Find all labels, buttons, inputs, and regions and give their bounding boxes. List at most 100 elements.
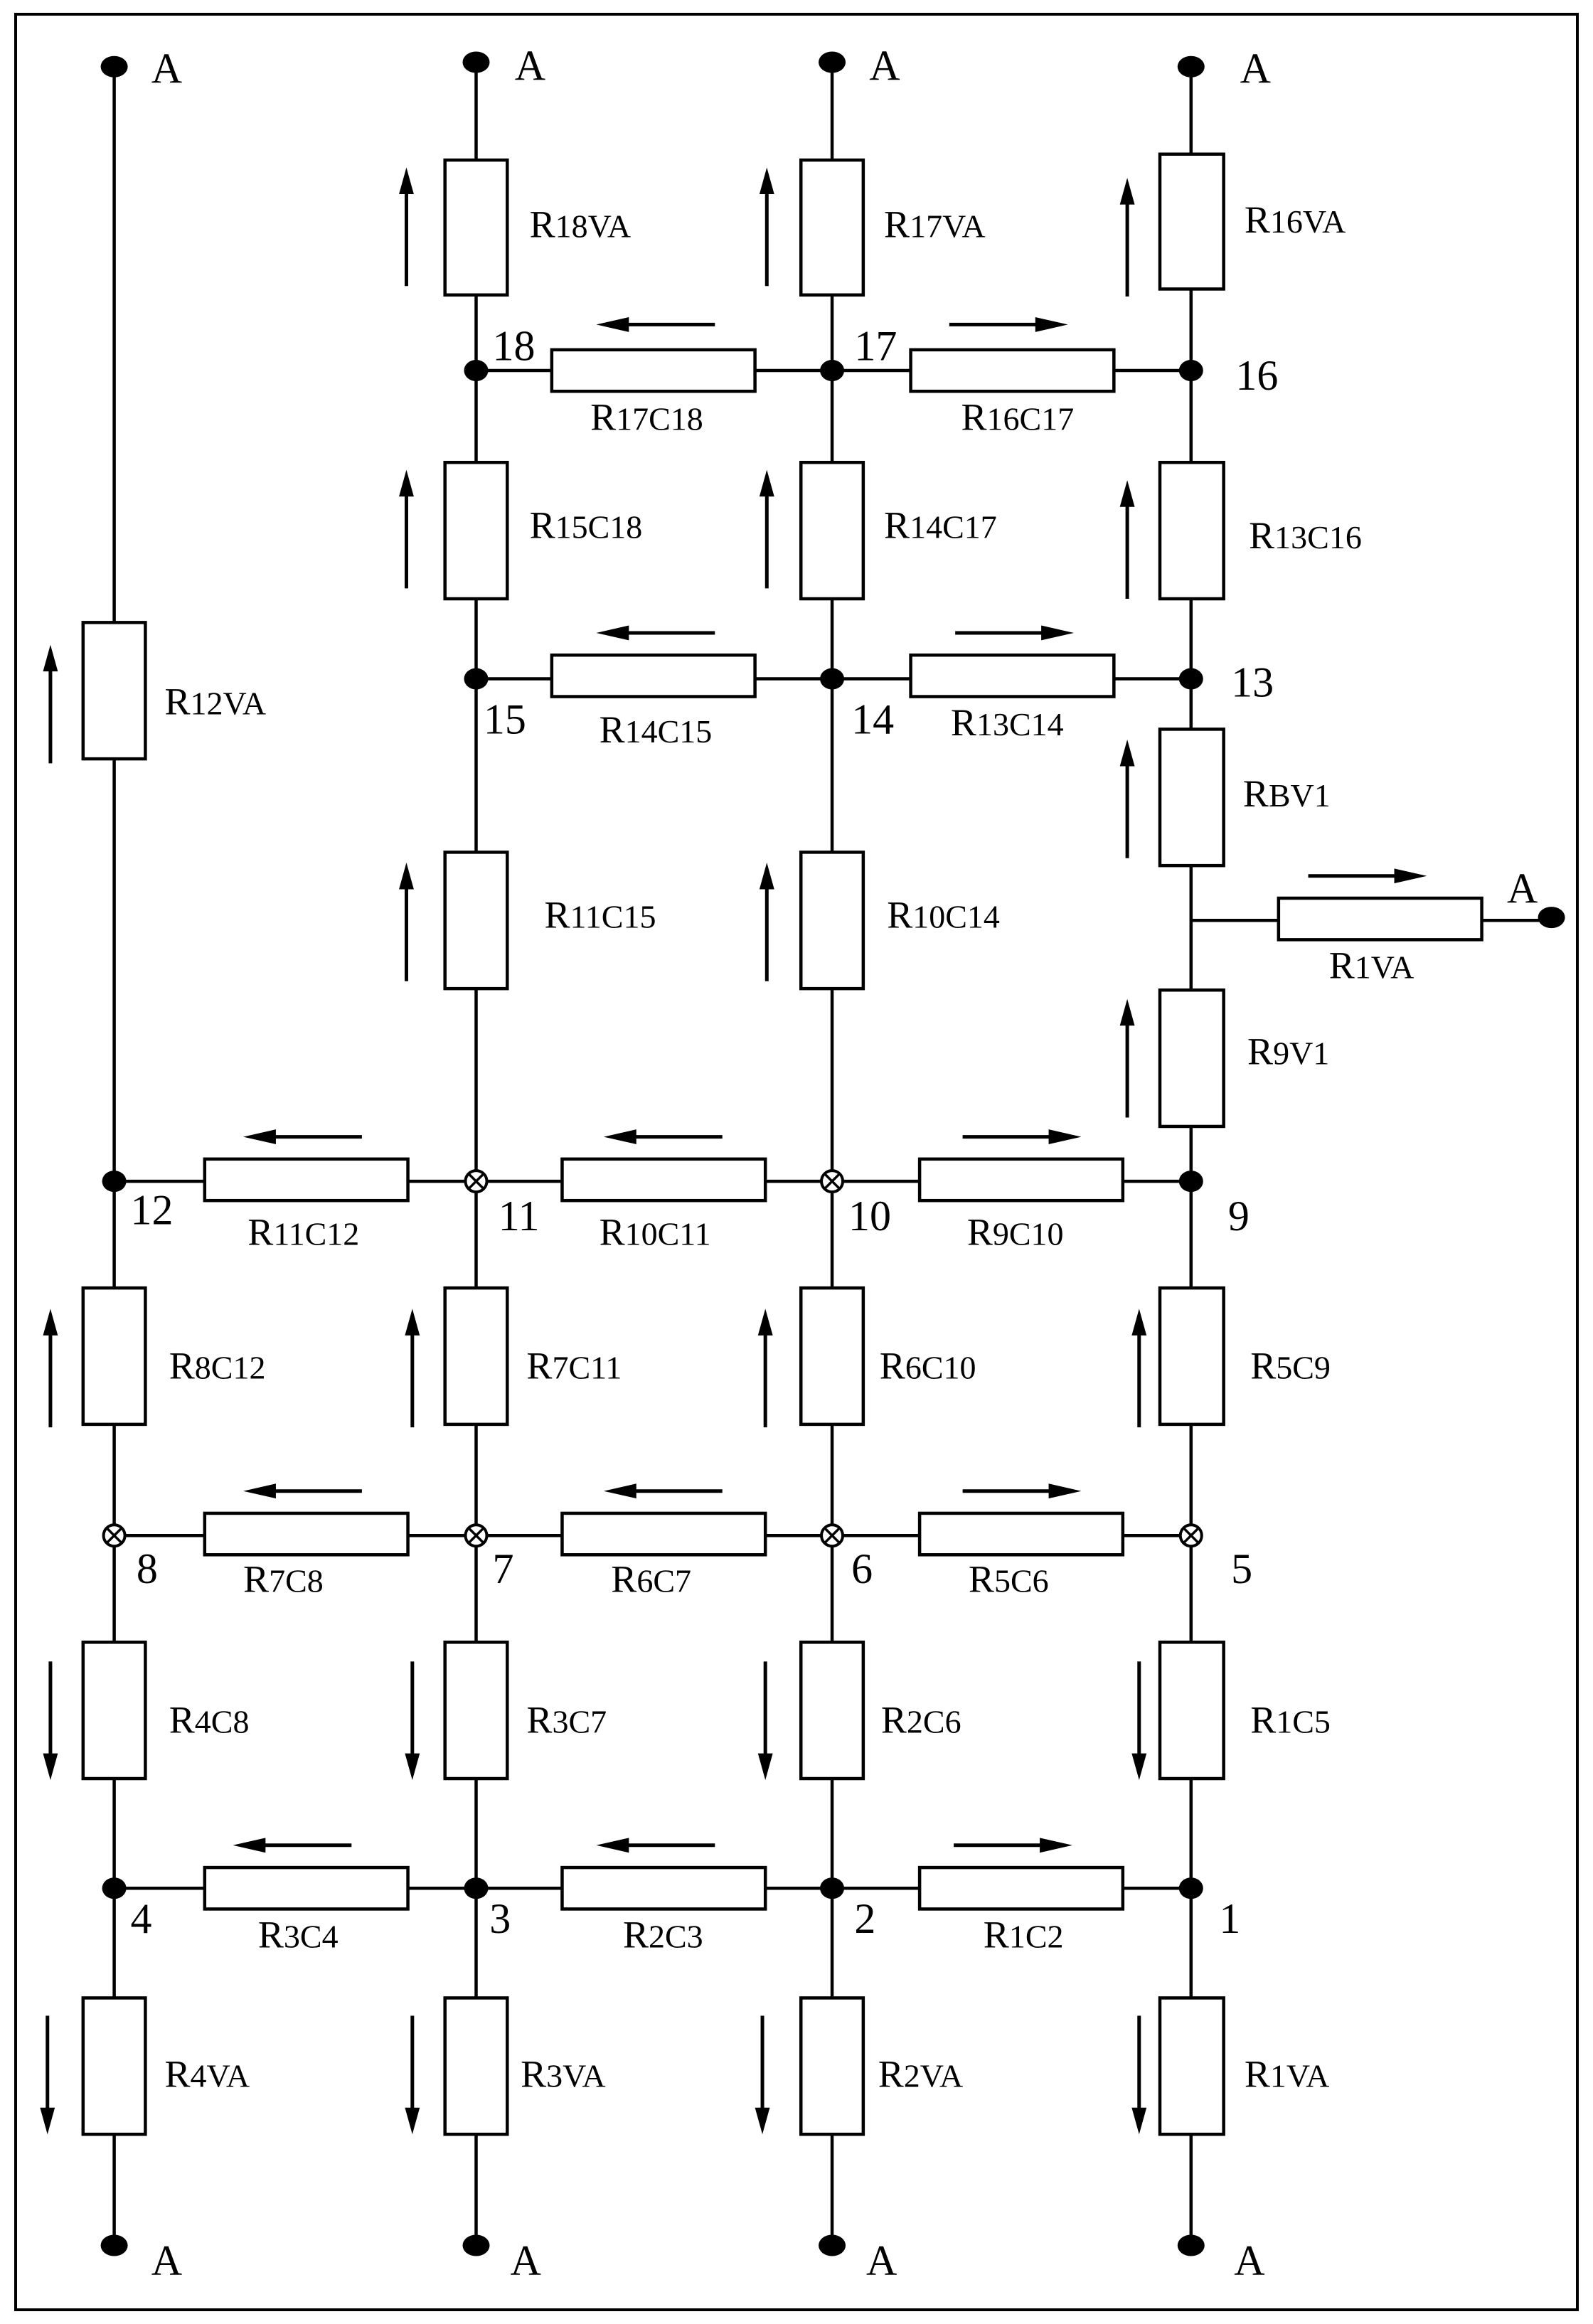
resistor-label-r17va: R17VA xyxy=(884,203,986,245)
node-junction-dot xyxy=(1178,360,1203,382)
resistor-label-prefix: R xyxy=(969,1557,994,1600)
terminal-a-label: A xyxy=(866,2237,897,2284)
resistor-label-prefix: R xyxy=(1247,1030,1273,1072)
node-cross-line xyxy=(467,1173,485,1190)
resistor-label-prefix: R xyxy=(169,1698,195,1741)
node-junction-dot xyxy=(820,1877,845,1899)
terminal-a-label: A xyxy=(1234,2237,1264,2284)
node-junction-dot xyxy=(820,360,845,382)
resistor-label-subscript: 2VA xyxy=(904,2058,964,2094)
resistor-label-subscript: 9C10 xyxy=(993,1216,1064,1252)
terminal-a-label: A xyxy=(510,2237,540,2284)
resistor-label-subscript: 2C3 xyxy=(649,1919,703,1955)
resistor-r13c16 xyxy=(1158,461,1225,601)
resistor-label-r14c15: R14C15 xyxy=(600,708,713,751)
arrow-up-r7c11-head xyxy=(405,1308,420,1336)
arrow-up-r15c18 xyxy=(399,469,414,589)
resistor-r1va-v xyxy=(1158,1996,1225,2136)
resistor-label-r3c7: R3C7 xyxy=(526,1698,607,1741)
resistor-label-r10c14: R10C14 xyxy=(887,894,1000,937)
resistor-label-r12va: R12VA xyxy=(165,681,267,723)
resistor-label-subscript: BV1 xyxy=(1269,777,1331,814)
arrow-right-r9c10 xyxy=(962,1129,1082,1144)
arrow-right-r16c17 xyxy=(949,317,1068,332)
node-number: 16 xyxy=(1235,352,1278,399)
resistor-label-subscript: 14C15 xyxy=(625,713,713,750)
arrow-left-r6c7 xyxy=(603,1483,723,1499)
resistors xyxy=(81,152,1483,2136)
resistor-label-subscript: 7C11 xyxy=(552,1349,622,1385)
resistor-label-r4c8: R4C8 xyxy=(169,1698,250,1741)
node-junction-dot xyxy=(820,668,845,690)
resistor-label-prefix: R xyxy=(623,1914,649,1956)
resistor-r6c10 xyxy=(799,1286,865,1427)
node-6 xyxy=(820,1523,845,1548)
arrow-down-r3c7-head xyxy=(405,1753,420,1781)
resistor-r1c2 xyxy=(917,1865,1125,1911)
resistor-label-subscript: 1VA xyxy=(1270,2058,1330,2094)
node-number: 15 xyxy=(484,696,526,743)
resistor-label-prefix: R xyxy=(544,894,570,937)
terminal-a-dot xyxy=(1538,907,1565,929)
resistor-label-subscript: 16VA xyxy=(1270,203,1346,240)
resistor-label-r6c10: R6C10 xyxy=(880,1344,976,1387)
arrow-left-r10c11-head xyxy=(603,1129,636,1144)
terminal-a-label: A xyxy=(515,43,545,90)
node-number: 8 xyxy=(137,1545,158,1592)
resistor-label-r1va-v: R1VA xyxy=(1245,2053,1330,2096)
resistor-label-rbv1: RBV1 xyxy=(1243,772,1331,815)
arrow-left-r17c18 xyxy=(596,317,715,332)
terminal-a-dot xyxy=(819,2234,846,2256)
resistor-label-prefix: R xyxy=(258,1914,284,1956)
resistor-label-r3va: R3VA xyxy=(521,2053,606,2096)
node-11 xyxy=(464,1169,489,1194)
resistor-label-r1c2: R1C2 xyxy=(984,1914,1064,1956)
arrow-left-r7c8-head xyxy=(243,1483,276,1499)
arrow-up-r8c12-head xyxy=(43,1308,58,1336)
resistor-label-r13c14: R13C14 xyxy=(951,701,1064,744)
resistor-r10c14 xyxy=(799,851,865,991)
resistor-r17c18 xyxy=(550,348,757,393)
node-number: 3 xyxy=(489,1895,511,1942)
resistor-r14c17 xyxy=(799,461,865,601)
arrow-left-r17c18-head xyxy=(596,317,629,332)
resistor-r2c3 xyxy=(560,1865,767,1911)
terminal-a-label: A xyxy=(1240,46,1271,92)
resistor-label-r1va-h: R1VA xyxy=(1329,944,1414,987)
node-junction-dot xyxy=(464,1877,489,1899)
node-number: 9 xyxy=(1228,1193,1250,1240)
resistor-label-r10c11: R10C11 xyxy=(600,1211,711,1254)
node-16 xyxy=(1178,360,1203,382)
resistor-label-r17c18: R17C18 xyxy=(590,395,703,438)
resistor-label-subscript: 4VA xyxy=(191,2058,250,2094)
arrow-left-r3c4 xyxy=(233,1838,352,1853)
node-junction-dot xyxy=(464,360,489,382)
node-cross-line xyxy=(1182,1527,1200,1545)
current-arrows xyxy=(40,167,1427,2135)
resistor-label-prefix: R xyxy=(1245,2053,1270,2096)
arrow-down-r3c7 xyxy=(405,1661,420,1781)
arrow-up-r9v1-head xyxy=(1119,998,1135,1026)
resistor-label-prefix: R xyxy=(887,894,912,937)
terminal-a-dot xyxy=(462,51,490,73)
arrow-up-r5c9-head xyxy=(1131,1308,1147,1336)
resistor-label-prefix: R xyxy=(600,708,625,751)
node-junction-dot xyxy=(102,1877,127,1899)
resistor-label-r4va: R4VA xyxy=(165,2053,250,2096)
resistor-r3va xyxy=(443,1996,509,2136)
node-8 xyxy=(102,1523,127,1548)
resistor-label-subscript: 16C17 xyxy=(987,400,1075,437)
node-cross-line xyxy=(824,1173,841,1190)
resistor-label-r16c17: R16C17 xyxy=(961,395,1075,438)
resistor-label-prefix: R xyxy=(967,1211,993,1254)
resistor-rbv1 xyxy=(1158,727,1225,868)
resistor-label-r15c18: R15C18 xyxy=(530,504,643,547)
resistor-r17va xyxy=(799,158,865,297)
resistor-label-r2va: R2VA xyxy=(878,2053,964,2096)
resistor-label-subscript: 6C7 xyxy=(636,1562,691,1599)
resistor-label-r13c16: R13C16 xyxy=(1249,514,1362,557)
nodes xyxy=(102,360,1203,1899)
arrow-left-r3c4-head xyxy=(233,1838,266,1853)
arrow-up-r16va xyxy=(1119,178,1135,297)
arrow-up-r18va-head xyxy=(399,167,414,195)
